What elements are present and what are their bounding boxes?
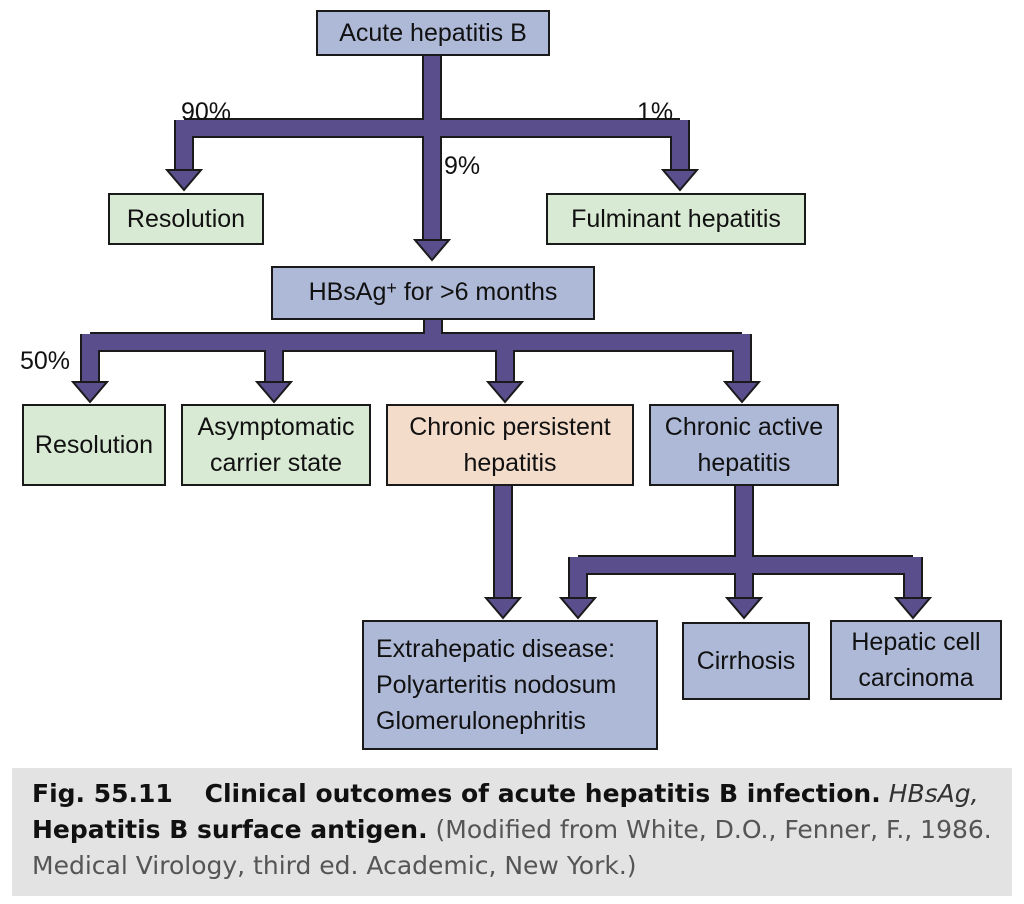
arrowhead-to-carrier — [254, 381, 294, 404]
node-extra-line-3: Glomerulonephritis — [376, 707, 586, 735]
arrowhead-to-hcc — [893, 597, 933, 620]
node-hcc-line-2: carcinoma — [858, 664, 974, 692]
node-resolution-2-label: Resolution — [34, 431, 154, 459]
node-extra-line-2: Polyarteritis nodosum — [376, 671, 617, 699]
node-resolution-1-label: Resolution — [126, 205, 246, 233]
node-asymptomatic-carrier: Asymptomatic carrier state — [181, 404, 371, 486]
connector-arrows — [70, 56, 933, 620]
node-hepatic-cell-carcinoma: Hepatic cell carcinoma — [830, 620, 1002, 700]
node-hbsag-label: HBsAg+ for >6 months — [309, 274, 558, 312]
node-hbsag-persistent: HBsAg+ for >6 months — [271, 266, 595, 320]
arrowhead-to-resolution-1 — [164, 169, 204, 192]
hbsag-duration-text: for >6 months — [396, 278, 558, 306]
node-chronic-persistent-hepatitis: Chronic persistent hepatitis — [386, 404, 634, 486]
node-resolution-1: Resolution — [108, 193, 264, 245]
node-extra-line-1: Extrahepatic disease: — [376, 635, 616, 663]
caption-fig-label: Fig. 55.11 — [32, 779, 173, 808]
arrow-connectors — [70, 56, 933, 620]
arrowhead-to-cph — [485, 381, 525, 404]
pct-label-90: 90% — [181, 98, 232, 126]
node-cirrhosis: Cirrhosis — [682, 622, 810, 700]
node-carrier-line-1: Asymptomatic — [197, 413, 355, 441]
arrowhead-to-resolution-2 — [70, 381, 110, 404]
arrowhead-to-extrahepatic-from-cah — [558, 597, 598, 620]
pct-label-9: 9% — [444, 152, 481, 180]
node-cirrhosis-label: Cirrhosis — [696, 647, 796, 675]
arrowhead-main-to-hbsag — [412, 239, 452, 262]
hepatitis-b-outcome-flowchart: Acute hepatitis B Resolution Fulminant h… — [20, 10, 1002, 750]
node-acute-label: Acute hepatitis B — [339, 19, 527, 47]
pct-label-1: 1% — [637, 98, 674, 126]
node-cah-line-1: Chronic active — [664, 413, 824, 441]
hbsag-superscript: + — [386, 278, 397, 298]
hbsag-text: HBsAg — [308, 278, 387, 306]
arrowhead-to-extrahepatic-from-cph — [483, 597, 523, 620]
node-fulminant-label: Fulminant hepatitis — [571, 205, 781, 233]
node-cah-line-2: hepatitis — [697, 449, 791, 477]
arrowhead-to-fulminant — [660, 169, 700, 192]
figure-caption: Fig. 55.11 Clinical outcomes of acute he… — [12, 768, 1012, 896]
arrowhead-to-cirrhosis — [724, 597, 764, 620]
pct-label-50: 50% — [20, 347, 71, 375]
node-cph-line-2: hepatitis — [463, 449, 557, 477]
caption-source: (Modified from White, D.O., Fenner, F., … — [32, 815, 992, 880]
node-hcc-line-1: Hepatic cell — [851, 628, 981, 656]
node-acute-hepatitis-b: Acute hepatitis B — [316, 10, 550, 56]
node-chronic-active-hepatitis: Chronic active hepatitis — [649, 404, 839, 486]
arrowhead-to-cah — [722, 381, 762, 404]
node-cph-line-1: Chronic persistent — [409, 413, 611, 441]
node-extrahepatic-disease: Extrahepatic disease: Polyarteritis nodo… — [362, 620, 658, 750]
node-carrier-line-2: carrier state — [210, 449, 342, 477]
node-resolution-2: Resolution — [22, 404, 166, 486]
node-fulminant-hepatitis: Fulminant hepatitis — [546, 193, 806, 245]
caption-abbreviation-definition: Hepatitis B surface antigen. — [32, 815, 428, 844]
caption-title: Clinical outcomes of acute hepatitis B i… — [204, 779, 881, 808]
caption-abbreviation: HBsAg, — [888, 779, 979, 808]
